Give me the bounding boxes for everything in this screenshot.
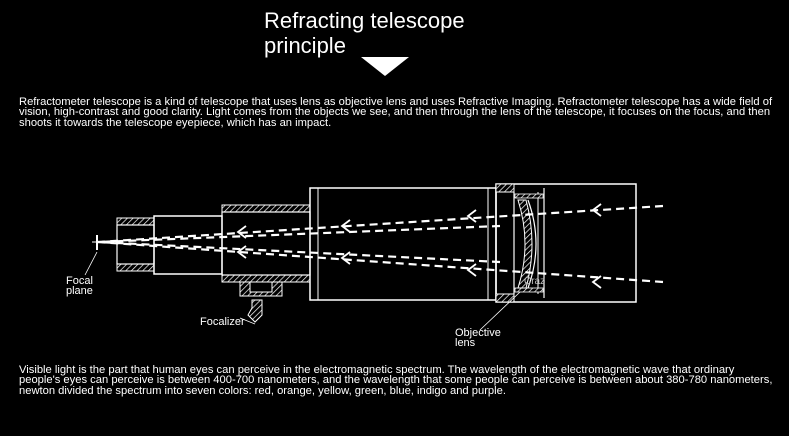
lens-marking-label: Craz: [524, 276, 545, 287]
main-tube: [309, 187, 497, 301]
focuser-body: [221, 204, 311, 323]
title-line-2: principle: [264, 33, 346, 58]
objective-lens-label: Objective lens: [455, 327, 504, 349]
page-title: Refracting telescope principle: [264, 8, 465, 58]
light-rays: [97, 204, 664, 284]
ray-arrow-icons: [236, 203, 602, 289]
leader-lines: [84, 251, 521, 331]
focal-plane-marker: [92, 235, 100, 250]
focal-plane-label-line-1: Focal: [66, 275, 93, 287]
title-line-1: Refracting telescope: [264, 8, 465, 33]
focal-plane-label: Focal plane: [66, 275, 96, 297]
lens-cell: [495, 183, 637, 303]
focal-plane-label-line-2: plane: [66, 285, 93, 297]
intro-paragraph: Refractometer telescope is a kind of tel…: [19, 96, 773, 129]
focalizer-label: Focalizer: [200, 316, 245, 328]
footer-paragraph: Visible light is the part that human eye…: [19, 364, 773, 397]
draw-tube: [153, 215, 223, 275]
objective-lens-label-line-2: lens: [455, 337, 476, 349]
objective-lens-icon: [517, 199, 537, 289]
objective-lens-label-line-1: Objective: [455, 327, 501, 339]
down-arrow-icon: [361, 57, 409, 76]
